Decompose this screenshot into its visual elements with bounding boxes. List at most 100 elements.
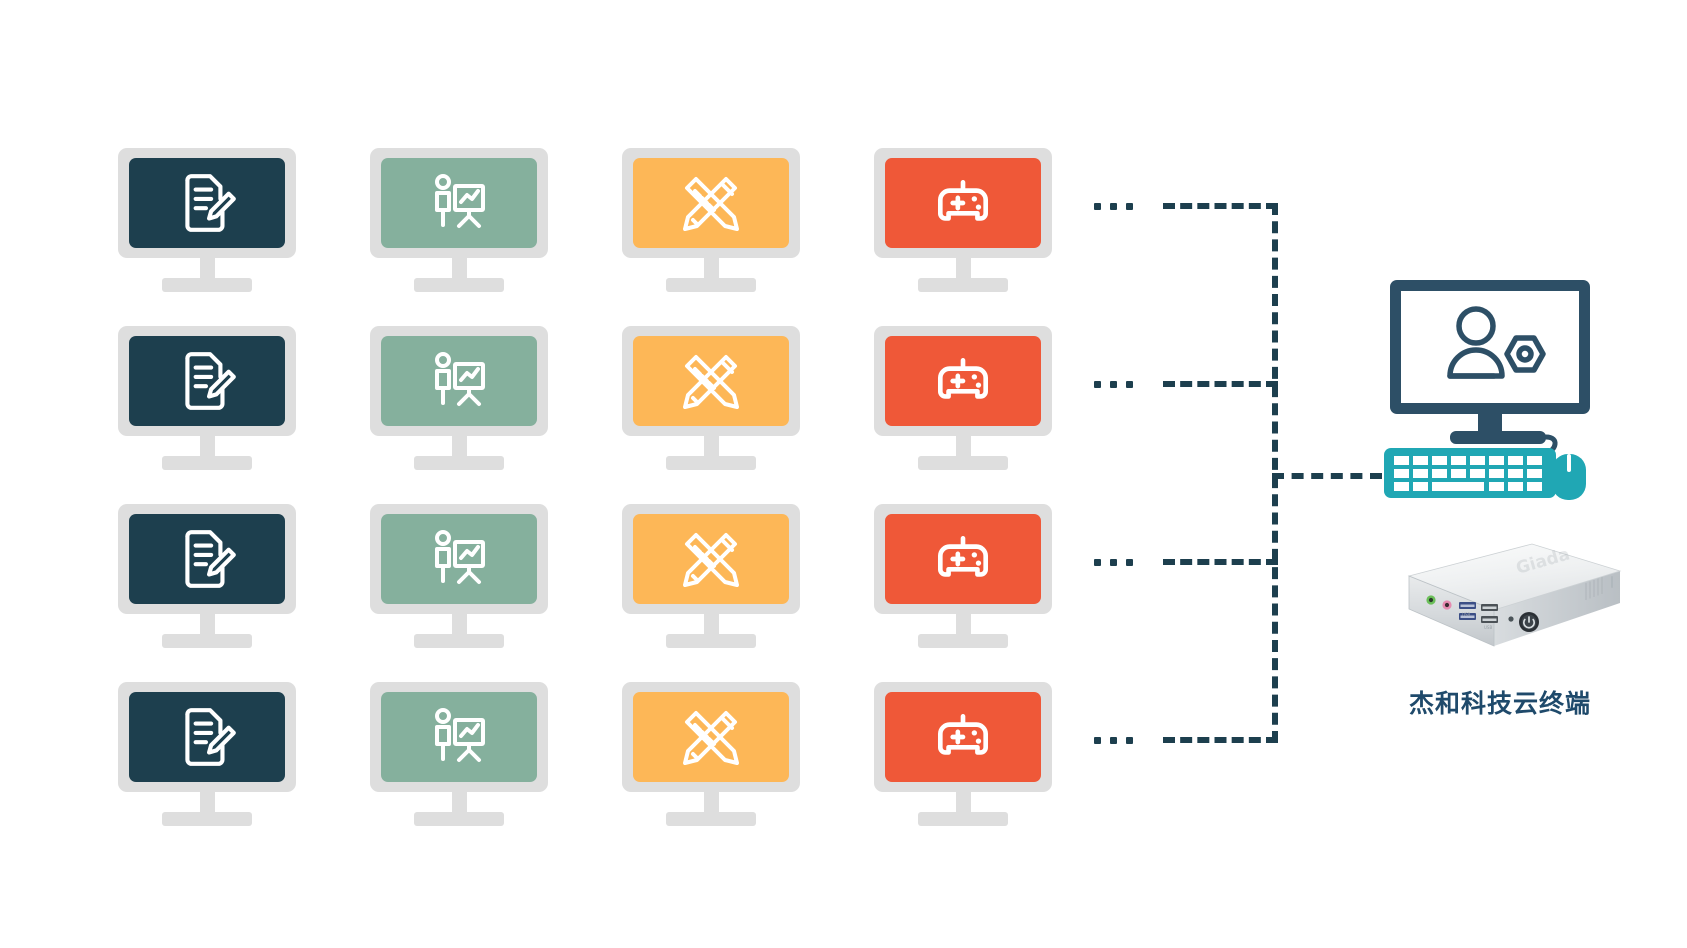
monitor-screen [633,692,789,782]
client-monitor[interactable] [118,504,296,650]
monitor-neck [200,436,215,458]
client-monitor[interactable] [118,682,296,828]
monitor-neck [956,258,971,280]
gamepad-icon [930,348,996,414]
terminal-mouse [1552,454,1586,500]
client-monitor[interactable] [874,504,1052,650]
monitor-screen [129,158,285,248]
monitor-foot [162,456,252,470]
monitor-foot [918,278,1008,292]
ellipsis-dot [1094,559,1101,566]
monitor-foot [414,456,504,470]
monitor-foot [162,278,252,292]
monitor-foot [918,456,1008,470]
document-edit-icon [174,170,240,236]
design-ruler-pencil-icon [679,171,743,235]
monitor-neck [452,258,467,280]
monitor-screen [381,158,537,248]
design-ruler-pencil-icon [679,349,743,413]
monitor-foot [414,812,504,826]
monitor-foot [162,812,252,826]
monitor-neck [704,614,719,636]
monitor-neck [704,258,719,280]
client-monitor[interactable] [622,326,800,472]
client-monitor[interactable] [622,682,800,828]
client-monitor[interactable] [118,148,296,294]
monitor-neck [200,792,215,814]
monitor-neck [956,792,971,814]
row-ellipsis [1094,381,1133,388]
presentation-chart-icon [427,349,491,413]
monitor-neck [956,614,971,636]
monitor-foot [666,456,756,470]
row-ellipsis [1094,737,1133,744]
monitor-screen [885,158,1041,248]
device-port-labels: USB USB [1462,612,1492,630]
device-front-ports [1426,595,1539,632]
monitor-screen [633,336,789,426]
client-monitor[interactable] [370,504,548,650]
presentation-chart-icon [427,705,491,769]
ellipsis-dot [1110,203,1117,210]
monitor-screen [633,514,789,604]
mini-pc-thin-client[interactable]: Giada [1368,540,1626,675]
client-monitor[interactable] [370,326,548,472]
client-monitor[interactable] [874,682,1052,828]
presentation-chart-icon [427,527,491,591]
design-ruler-pencil-icon [679,527,743,591]
client-monitor[interactable] [370,682,548,828]
client-monitor[interactable] [370,148,548,294]
network-link-row-2 [1163,381,1278,387]
device-vents [1585,577,1603,600]
monitor-foot [918,812,1008,826]
cloud-terminal-workstation[interactable] [1380,276,1610,726]
gamepad-icon [930,526,996,592]
svg-text:USB: USB [1484,625,1492,630]
monitor-foot [666,634,756,648]
document-edit-icon [174,526,240,592]
monitor-screen [129,336,285,426]
gamepad-icon [930,170,996,236]
monitor-screen [885,692,1041,782]
monitor-neck [200,614,215,636]
monitor-foot [162,634,252,648]
client-monitor[interactable] [874,148,1052,294]
ellipsis-dot [1126,381,1133,388]
monitor-neck [956,436,971,458]
monitor-foot [918,634,1008,648]
monitor-screen [381,514,537,604]
ellipsis-dot [1110,737,1117,744]
document-edit-icon [174,704,240,770]
monitor-foot [666,812,756,826]
terminal-monitor-frame [1390,280,1590,444]
monitor-neck [704,792,719,814]
ellipsis-dot [1110,559,1117,566]
ellipsis-dot [1110,381,1117,388]
row-ellipsis [1094,559,1133,566]
svg-text:USB: USB [1462,612,1470,617]
monitor-neck [452,792,467,814]
monitor-screen [129,692,285,782]
gamepad-icon [930,704,996,770]
client-monitor[interactable] [622,504,800,650]
client-monitor[interactable] [622,148,800,294]
monitor-screen [885,336,1041,426]
terminal-label: 杰和科技云终端 [1408,689,1591,718]
network-link-row-1 [1163,203,1278,209]
presentation-chart-icon [427,171,491,235]
ellipsis-dot [1094,381,1101,388]
ellipsis-dot [1126,203,1133,210]
network-link-row-4 [1163,737,1278,743]
ellipsis-dot [1094,737,1101,744]
monitor-foot [414,634,504,648]
client-monitor[interactable] [118,326,296,472]
monitor-screen [129,514,285,604]
monitor-neck [452,436,467,458]
ellipsis-dot [1094,203,1101,210]
ellipsis-dot [1126,559,1133,566]
client-monitor[interactable] [874,326,1052,472]
design-ruler-pencil-icon [679,705,743,769]
monitor-screen [381,692,537,782]
ellipsis-dot [1126,737,1133,744]
